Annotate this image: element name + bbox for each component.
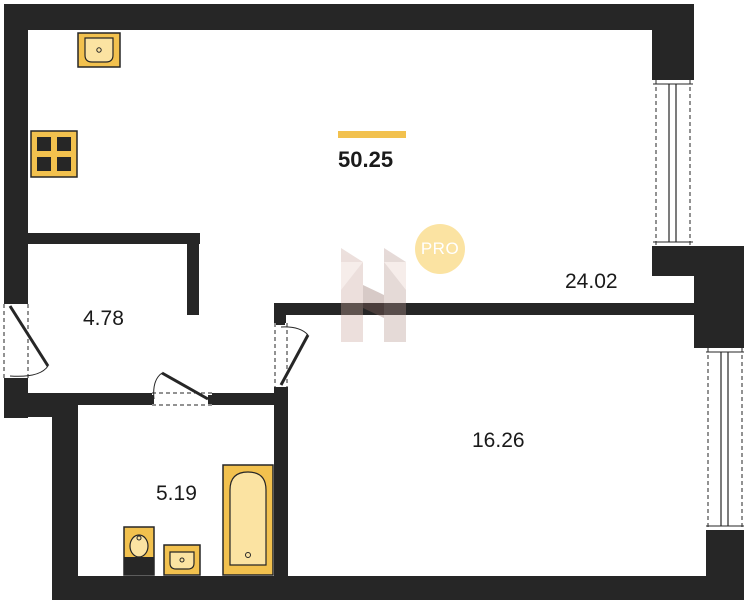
room-area-bathroom: 5.19 [156,482,197,505]
wall-bath-top-a [28,393,152,405]
toilet-icon [123,526,155,576]
wall-bedroom-left-top [274,303,286,323]
wall-right-lower [706,530,744,600]
bathtub-icon [222,464,274,576]
wall-bathroom-left [52,405,78,600]
wall-top [4,4,694,30]
wall-partition-hall-vert [187,233,199,315]
wall-right-step [652,246,744,272]
pro-badge: PRO [415,224,465,274]
walls [4,4,744,600]
washbasin-icon [163,544,201,576]
wall-bottom [52,576,744,600]
doors [3,304,310,406]
h-logo-icon [341,248,406,342]
windows [653,80,744,530]
window-kitchen [653,80,693,246]
fixtures [30,32,274,576]
bathroom-door [148,371,214,406]
wall-bedroom-top [274,303,706,315]
window-bedroom [706,348,744,530]
room-area-hallway: 4.78 [83,307,124,330]
entrance-door [3,304,50,378]
room-area-bedroom: 16.26 [472,429,525,452]
wall-left-upper [4,4,28,304]
kitchen-sink-icon [77,32,121,68]
total-area: 50.25 [338,147,394,172]
wall-bath-top-b [212,393,288,405]
bedroom-door [274,319,310,387]
wall-right-upper [652,4,694,80]
wall-bedroom-left [274,387,288,576]
room-area-living-kitchen: 24.02 [565,270,618,293]
total-area-accent [338,131,406,138]
stove-icon [30,130,78,178]
wall-partition-hall [28,233,200,244]
